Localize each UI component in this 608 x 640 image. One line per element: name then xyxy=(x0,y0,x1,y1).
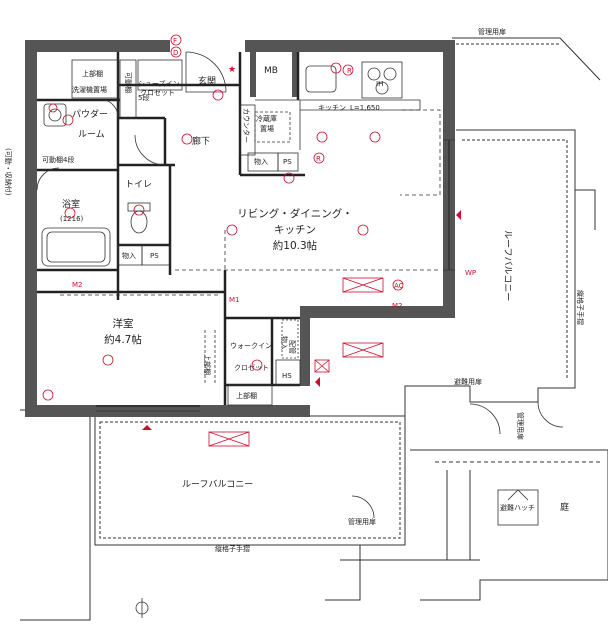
room-labels: リビング・ダイニング・ キッチン 約10.3帖 洋室 約4.7帖 浴室 (121… xyxy=(60,66,569,513)
outlet-icon xyxy=(48,103,58,113)
ldk-label-2: キッチン xyxy=(274,224,316,236)
balcony-outlines xyxy=(20,37,608,621)
wic-label: ウォークイン xyxy=(230,342,272,350)
garden-label: 庭 xyxy=(560,501,569,513)
door-f-icon xyxy=(170,34,182,46)
movable-shelf-label: 可動棚 xyxy=(124,72,133,93)
wp-text: WP xyxy=(465,269,476,277)
storage-label-1: 物入 xyxy=(254,157,268,166)
ceiling-light-icon xyxy=(42,389,54,401)
r-outlet-icon xyxy=(313,152,325,164)
m2-text: M2 xyxy=(72,281,83,289)
powder-label-2: ルーム xyxy=(78,129,105,140)
storage-label-2: 物入 xyxy=(122,251,136,260)
upper-shelf-label-1: 上部棚 xyxy=(236,391,257,400)
stove-label: IH xyxy=(376,80,383,88)
door-f-text: F xyxy=(173,37,177,45)
mgmt-door-right: 管理用扉 xyxy=(516,412,525,440)
bath-code: (1216) xyxy=(60,215,84,223)
tv-storage-label: (可動・収納付) xyxy=(4,148,13,196)
western-room-size: 約4.7帖 xyxy=(104,333,142,346)
ceiling-light-icon xyxy=(251,359,263,371)
hs-label: HS xyxy=(282,372,292,380)
railing-bottom-label: 縦格子手摺 xyxy=(215,544,250,553)
ceiling-light-icon xyxy=(133,204,145,216)
fire-door-label: 避難用扉 xyxy=(454,377,482,386)
partitions xyxy=(37,52,305,405)
door-d-text: D xyxy=(173,49,178,57)
electrical-symbols xyxy=(42,34,404,401)
fire-hatch-label: 避難ハッチ xyxy=(500,503,535,512)
storage-label-3: 物入 xyxy=(280,336,289,350)
entrance-label: 玄関 xyxy=(198,75,216,87)
western-room-label: 洋室 xyxy=(113,317,134,330)
ceiling-light-icon xyxy=(357,224,369,236)
ps-label-2: PS xyxy=(150,252,159,260)
corridor-label: 廊下 xyxy=(192,135,210,147)
counter-label: カウンター xyxy=(242,108,251,143)
ceiling-light-icon xyxy=(342,64,354,76)
fridge-label-2: 置場 xyxy=(260,124,274,133)
railing-right-label: 縦格子手摺 xyxy=(576,290,585,325)
bath-label: 浴室 xyxy=(62,198,80,210)
symbol-text: F D M2 M1 M2 AC WP R R ★ xyxy=(72,37,476,430)
annotation-labels: 管理用扉 管理用扉 管理用扉 避難用扉 避難ハッチ 縦格子手摺 縦格子手摺 冷蔵… xyxy=(4,27,585,553)
arrow-marker-icon xyxy=(456,210,461,220)
ceiling-light-icon xyxy=(369,131,381,143)
powder-label: パウダー xyxy=(72,108,108,120)
ac-icon xyxy=(392,279,404,291)
star-icon: ★ xyxy=(228,65,236,75)
ceiling-light-icon xyxy=(212,89,224,101)
fridge-label: 冷蔵庫 xyxy=(256,114,277,123)
upper-shelf-label-2: 上部棚 xyxy=(82,69,103,78)
r-text-2: R xyxy=(347,67,352,75)
m1-text: M1 xyxy=(229,296,240,304)
wic-label-2: クロゼット xyxy=(234,363,269,372)
roof-balcony-right-label: ルーフバルコニー xyxy=(502,230,513,301)
ac-text: AC xyxy=(394,282,404,290)
ceiling-light-icon xyxy=(316,131,328,143)
ceiling-light-icon xyxy=(181,133,193,145)
mgmt-door-top: 管理用扉 xyxy=(478,27,506,36)
ceiling-light-icon xyxy=(102,354,114,366)
ceiling-light-icon xyxy=(62,114,74,126)
ceiling-light-icon xyxy=(64,207,76,219)
movable-shelf-count: 5段 xyxy=(138,93,149,102)
mb-label: MB xyxy=(264,66,278,76)
shoe-closet-label-2: クロゼット xyxy=(140,88,175,97)
kitchen-height: L=1,650 xyxy=(350,104,380,112)
fire-hatch-icon xyxy=(497,489,539,526)
toilet-label: トイレ xyxy=(125,180,152,190)
ps-label-1: PS xyxy=(283,158,292,166)
movable-shelf-label-2: 可動棚4段 xyxy=(42,155,74,164)
washer-label: 洗濯機置場 xyxy=(72,85,107,94)
compass-icon xyxy=(135,598,149,618)
mgmt-door-bottom: 管理用扉 xyxy=(348,517,376,526)
ceiling-light-icon xyxy=(330,62,342,74)
door-d-icon xyxy=(170,46,182,58)
m2-text-2: M2 xyxy=(392,302,403,310)
shoe-closet-label: シューズイン xyxy=(138,79,180,88)
ldk-size: 約10.3帖 xyxy=(273,239,318,252)
ceiling-light-icon xyxy=(283,172,295,184)
fixtures xyxy=(41,59,455,412)
door-swings xyxy=(36,51,564,519)
ceiling-light-icon xyxy=(226,224,238,236)
ac-units xyxy=(208,277,384,447)
roof-balcony-bottom-label: ルーフバルコニー xyxy=(182,479,253,490)
arrow-marker-icon xyxy=(142,425,152,430)
arrow-marker-icon xyxy=(315,377,320,387)
ldk-label: リビング・ダイニング・ xyxy=(237,207,353,220)
pipe-space-label: 配管 xyxy=(288,340,297,354)
r-text-1: R xyxy=(316,155,321,163)
kitchen-label: キッチン xyxy=(318,104,346,112)
upper-shelf-label-3: 上部棚 xyxy=(203,354,212,375)
